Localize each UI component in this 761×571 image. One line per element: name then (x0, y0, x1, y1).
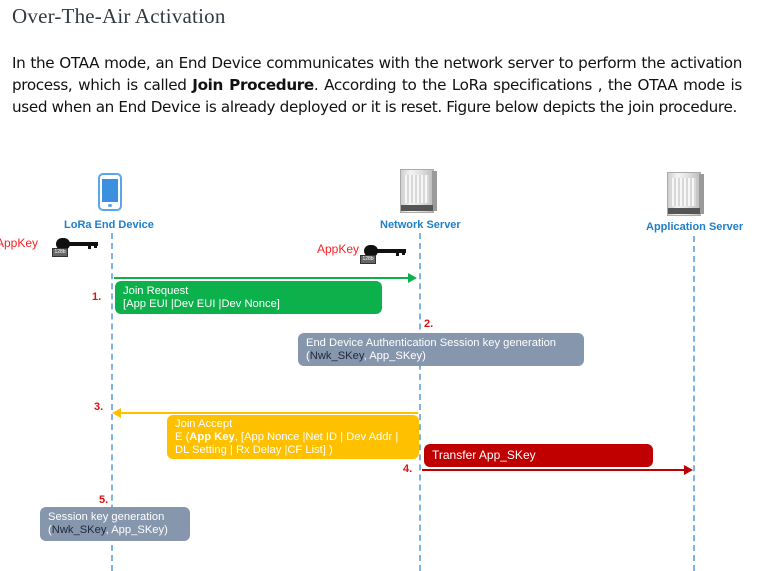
join-request-fields: [App EUI |Dev EUI |Dev Nonce] (123, 298, 280, 310)
actor-network-server: Network Server (380, 219, 461, 231)
transfer-arrow (422, 469, 685, 471)
key-tag: 128b (52, 248, 68, 257)
nwk-skey-label: Nwk_SKey (51, 524, 106, 536)
device-appkey-label: AppKey (0, 236, 39, 250)
session-key-box: Session key generation (Nwk_SKey, App_SK… (40, 507, 190, 541)
arrowhead-right-icon (408, 273, 417, 283)
step-3-label: 3. (94, 401, 104, 413)
arrowhead-left-icon (112, 408, 121, 418)
paragraph-text-start: In the OTAA mode, an End Device communic… (12, 54, 742, 94)
actor-application-server: Application Server (646, 221, 744, 233)
paragraph-bold-term: Join Procedure (192, 76, 314, 94)
authentication-box: End Device Authentication Session key ge… (298, 333, 584, 366)
lifeline-end-device (111, 233, 113, 571)
server-icon (397, 167, 439, 215)
paragraph-text-end: . According to the LoRa specifications ,… (12, 76, 742, 116)
arrowhead-right-icon (684, 465, 693, 475)
join-request-title: Join Request (123, 285, 189, 297)
server-appkey-label: AppKey (317, 242, 360, 256)
step-2-label: 2. (424, 318, 434, 330)
join-request-box: Join Request [App EUI |Dev EUI |Dev Nonc… (115, 281, 382, 314)
join-accept-fields-line2: DL Setting | Rx Delay |CF List] ) (175, 444, 333, 456)
step-4-label: 4. (403, 463, 413, 475)
lifeline-application-server (693, 236, 695, 571)
step-1-label: 1. (92, 291, 102, 303)
key-icon: 128b (52, 236, 102, 258)
join-accept-box: Join Accept E (App Key, [App Nonce |Net … (167, 415, 419, 459)
transfer-label: Transfer App_SKey (432, 448, 536, 462)
actor-end-device: LoRa End Device (64, 219, 154, 231)
server-icon (664, 170, 706, 218)
app-key-bold: App Key (189, 431, 235, 443)
authentication-keys: (Nwk_SKey, App_SKey) (306, 350, 426, 362)
authentication-title: End Device Authentication Session key ge… (306, 337, 557, 349)
key-icon: 128b (360, 243, 410, 265)
lifeline-network-server (419, 233, 421, 571)
intro-paragraph: In the OTAA mode, an End Device communic… (12, 52, 742, 118)
page-title: Over-The-Air Activation (12, 4, 226, 28)
phone-icon (98, 173, 122, 211)
step-5-label: 5. (99, 494, 109, 506)
session-key-title: Session key generation (48, 511, 165, 523)
join-accept-title: Join Accept (175, 418, 233, 430)
join-accept-arrow (120, 412, 418, 414)
join-accept-fields-line1: E (App Key, [App Nonce |Net ID | Dev Add… (175, 431, 399, 443)
transfer-box: Transfer App_SKey (424, 444, 653, 467)
nwk-skey-label: Nwk_SKey (309, 350, 364, 362)
session-key-keys: (Nwk_SKey, App_SKey) (48, 524, 168, 536)
key-tag: 128b (360, 255, 376, 264)
join-request-arrow (114, 277, 410, 279)
